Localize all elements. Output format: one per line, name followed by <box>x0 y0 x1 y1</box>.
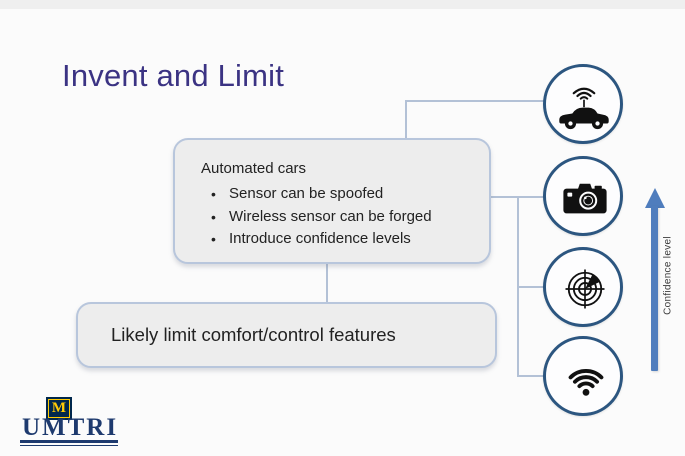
sensor-circle-camera <box>543 156 623 236</box>
connector-topbox-to-car-horizontal <box>405 100 544 102</box>
sensor-circle-wifi <box>543 336 623 416</box>
umtri-underline-thin <box>20 444 118 446</box>
box-heading: Automated cars <box>201 160 307 177</box>
bullet-item: Sensor can be spoofed <box>207 183 489 206</box>
top-strip <box>0 0 685 9</box>
confidence-arrow-head <box>645 188 665 208</box>
connector-topbox-to-bottombox <box>326 263 328 303</box>
likely-limit-box: Likely limit comfort/control features <box>76 302 497 368</box>
confidence-arrow-shaft <box>651 206 658 371</box>
camera-icon <box>563 183 607 214</box>
bottom-box-label: Likely limit comfort/control features <box>111 324 396 345</box>
bullet-list: Sensor can be spoofed Wireless sensor ca… <box>201 183 489 251</box>
bullet-item: Introduce confidence levels <box>207 228 489 251</box>
connected-car-icon <box>559 87 609 130</box>
slide-title: Invent and Limit <box>62 58 285 93</box>
confidence-arrow-label: Confidence level <box>662 236 674 315</box>
connector-bus-to-radar <box>517 286 544 288</box>
michigan-block-m-icon: M <box>46 397 72 420</box>
umtri-underline-thick <box>20 440 118 443</box>
radar-icon <box>565 269 605 309</box>
connector-bus-to-wifi <box>517 375 544 377</box>
sensor-circle-connected-car <box>543 64 623 144</box>
connector-topbox-to-car-vertical <box>405 100 407 138</box>
wifi-icon <box>568 369 604 396</box>
automated-cars-box: Automated cars Sensor can be spoofed Wir… <box>173 138 491 264</box>
sensor-circle-radar <box>543 247 623 327</box>
umtri-wordmark: UMTRI <box>21 414 119 441</box>
bullet-item: Wireless sensor can be forged <box>207 206 489 229</box>
